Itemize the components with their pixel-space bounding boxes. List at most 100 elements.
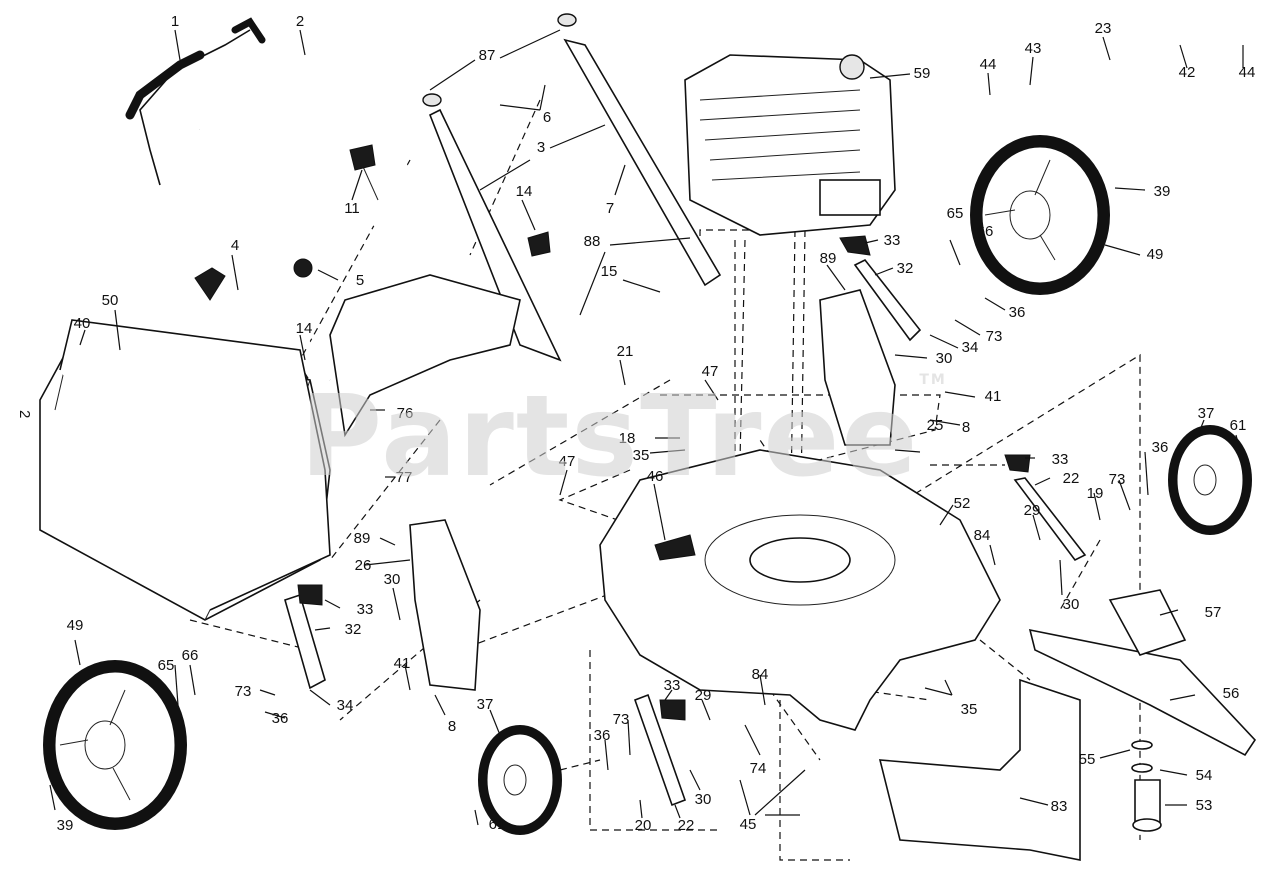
wheels [43,135,1252,835]
wheel-front-left [478,725,562,835]
callout-c49a: 49 [1147,246,1164,263]
callout-c20: 20 [635,817,652,834]
callout-c34a: 34 [962,339,979,356]
callout-c32a: 32 [897,260,914,277]
callout-c41b: 41 [394,655,411,672]
callout-c74: 74 [750,760,767,777]
callout-c45: 45 [740,816,757,833]
callout-c4: 4 [231,237,239,254]
callout-c57: 57 [1205,604,1222,621]
callout-c39b: 39 [57,817,74,834]
callout-c56: 56 [1223,685,1240,702]
callout-c33d: 33 [664,677,681,694]
callout-c76: 76 [397,405,414,422]
callout-c5: 5 [356,272,364,289]
callout-c30a: 30 [936,350,953,367]
mower-deck [599,449,1001,731]
callout-c54: 54 [1196,767,1213,784]
callout-c52: 52 [954,495,971,512]
callout-c47b: 47 [559,453,576,470]
callout-c65a: 65 [947,205,964,222]
callout-c25: 25 [927,417,944,434]
callout-c73d: 73 [613,711,630,728]
handle-assembly [125,13,722,389]
callout-c73b: 73 [1109,471,1126,488]
callout-c77: 77 [396,469,413,486]
callout-c36a: 36 [1009,304,1026,321]
wheel-rear-right [970,135,1110,295]
callout-c29a: 29 [1024,502,1041,519]
callout-c23: 23 [1095,20,1112,37]
callout-c37b: 37 [477,696,494,713]
callout-c6: 6 [543,109,551,126]
callout-c83: 83 [1051,798,1068,815]
callout-c36b: 36 [1152,439,1169,456]
callout-c41a: 41 [985,388,1002,405]
callout-c29b: 29 [695,687,712,704]
callout-c89b: 89 [354,530,371,547]
callout-c89a: 89 [820,250,837,267]
callout-c35a: 35 [633,447,650,464]
leader-lines [49,29,1244,826]
callout-c42: 42 [1179,64,1196,81]
callout-c33c: 33 [357,601,374,618]
callout-c32b: 32 [345,621,362,638]
watermark-text: PartsTree [300,372,920,502]
callout-c44a: 44 [980,56,997,73]
callout-c7: 7 [606,200,614,217]
wheel-rear-left [43,660,187,830]
callout-c47a: 47 [702,363,719,380]
callout-c35b: 35 [961,701,978,718]
callout-c61b: 61 [489,816,506,833]
callout-c18: 18 [619,430,636,447]
wheel-front-right [1168,425,1252,535]
callout-c49b: 49 [67,617,84,634]
callout-c8a: 8 [962,419,970,436]
callout-c11: 11 [344,200,360,217]
callout-c65b: 65 [158,657,175,674]
callout-c66b: 66 [182,647,199,664]
callout-c2: 2 [296,13,304,30]
callout-c59: 59 [914,65,931,82]
callout-c8b: 8 [448,718,456,735]
callout-c21: 21 [617,343,634,360]
callout-c73a: 73 [986,328,1003,345]
callout-c37a: 37 [1198,405,1215,422]
callout-c19: 19 [1087,485,1104,502]
callout-c30d: 30 [695,791,712,808]
callout-c33b: 33 [1052,451,1069,468]
callout-c44b: 44 [1239,64,1256,81]
watermark: PartsTreeTM [300,372,947,502]
callout-c84a: 84 [974,527,991,544]
callout-c88: 88 [584,233,601,250]
callout-c30c: 30 [1063,596,1080,613]
callout-c30b: 30 [384,571,401,588]
callout-c84b: 84 [752,666,769,683]
callout-c22a: 22 [1063,470,1080,487]
callout-c43: 43 [1025,40,1042,57]
brackets-and-blade [284,235,1257,861]
callout-c14b: 14 [296,320,313,337]
callout-c34b: 34 [337,697,354,714]
callout-c15: 15 [601,263,618,280]
callout-c22b: 22 [678,817,695,834]
callout-c87: 87 [479,47,496,64]
callout-c36c: 36 [272,710,289,727]
callout-c66a: 66 [977,223,994,240]
callout-c73c: 73 [235,683,252,700]
side-label: 2 [16,410,33,418]
callout-c33a: 33 [884,232,901,249]
callout-c3: 3 [537,139,545,156]
callout-c46: 46 [647,468,664,485]
callout-c50: 50 [102,292,119,309]
callout-c55: 55 [1079,751,1096,768]
watermark-mark: TM [919,372,947,388]
callout-c26: 26 [355,557,372,574]
callout-c14a: 14 [516,183,533,200]
callout-c39a: 39 [1154,183,1171,200]
callout-c36d: 36 [594,727,611,744]
engine [684,54,896,236]
